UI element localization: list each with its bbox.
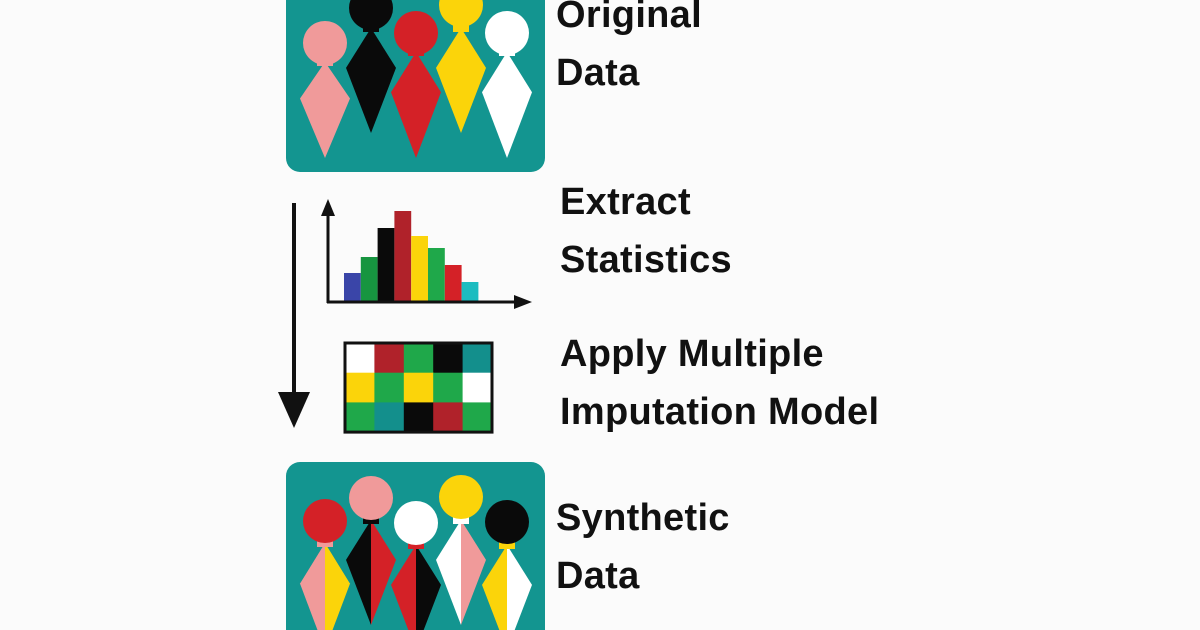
label-line: Statistics bbox=[560, 239, 732, 281]
person-body-right bbox=[371, 520, 396, 625]
person-figure bbox=[300, 21, 350, 158]
person-head bbox=[303, 499, 347, 543]
grid-cell bbox=[403, 372, 434, 403]
person-figure bbox=[300, 499, 350, 630]
grid-cell bbox=[345, 402, 375, 433]
process-down-arrow bbox=[278, 203, 310, 428]
person-head bbox=[349, 476, 393, 520]
person-body-right bbox=[507, 52, 532, 158]
person-figure bbox=[482, 11, 532, 158]
grid-cell bbox=[462, 402, 493, 433]
grid-cell bbox=[433, 372, 464, 403]
person-body-left bbox=[482, 52, 507, 158]
original-data-label: Original Data bbox=[556, 0, 702, 102]
synthetic-people-group bbox=[300, 475, 532, 630]
imputation-model-label: Apply Multiple Imputation Model bbox=[560, 325, 879, 441]
grid-cell bbox=[374, 343, 405, 374]
synthetic-data-label: Synthetic Data bbox=[556, 489, 730, 605]
grid-border bbox=[343, 341, 494, 434]
grid-cell bbox=[433, 402, 464, 433]
imputation-grid-icon bbox=[343, 341, 494, 434]
person-figure bbox=[436, 0, 486, 133]
histogram-icon bbox=[321, 199, 532, 309]
person-figure bbox=[391, 11, 441, 158]
person-figure bbox=[346, 0, 396, 133]
grid-cell bbox=[345, 343, 375, 374]
grid-cell bbox=[374, 372, 405, 403]
person-body-right bbox=[371, 28, 396, 133]
person-body-left bbox=[346, 28, 371, 133]
person-body-left bbox=[391, 52, 416, 158]
person-head bbox=[485, 500, 529, 544]
person-body-right bbox=[325, 543, 350, 630]
original-people-group bbox=[300, 0, 532, 158]
histogram-bar bbox=[428, 248, 445, 301]
person-body-right bbox=[325, 62, 350, 158]
person-body-left bbox=[436, 28, 461, 133]
label-line: Synthetic bbox=[556, 497, 730, 539]
grid-cell bbox=[345, 372, 375, 403]
person-body-right bbox=[461, 520, 486, 625]
person-body-left bbox=[482, 545, 507, 630]
histogram-bar bbox=[461, 282, 479, 301]
person-body-right bbox=[507, 545, 532, 630]
histogram-bar bbox=[344, 273, 361, 301]
person-body-right bbox=[416, 545, 441, 630]
label-line: Imputation Model bbox=[560, 391, 880, 433]
histogram-bar bbox=[411, 236, 428, 301]
person-figure bbox=[391, 501, 441, 630]
grid-cell bbox=[374, 402, 405, 433]
label-line: Data bbox=[556, 52, 640, 94]
histogram-bar bbox=[360, 257, 378, 301]
grid-cell bbox=[403, 343, 434, 374]
grid-cell bbox=[462, 372, 493, 403]
grid-cell bbox=[462, 343, 493, 374]
label-line: Extract bbox=[560, 181, 691, 223]
person-figure bbox=[436, 475, 486, 625]
person-figure bbox=[482, 500, 532, 630]
person-body-left bbox=[346, 520, 371, 625]
person-figure bbox=[346, 476, 396, 625]
grid-cell bbox=[433, 343, 464, 374]
y-axis-arrowhead bbox=[321, 199, 335, 216]
histogram-bar bbox=[394, 211, 412, 301]
person-head bbox=[439, 475, 483, 519]
person-body-right bbox=[461, 28, 486, 133]
person-head bbox=[394, 11, 438, 55]
person-body-left bbox=[300, 543, 325, 630]
extract-statistics-label: Extract Statistics bbox=[560, 173, 732, 289]
person-head bbox=[485, 11, 529, 55]
x-axis-arrowhead bbox=[514, 295, 532, 309]
person-body-right bbox=[416, 52, 441, 158]
label-line: Original bbox=[556, 0, 702, 36]
label-line: Data bbox=[556, 555, 640, 597]
histogram-bar bbox=[377, 228, 395, 301]
person-head bbox=[349, 0, 393, 30]
person-head bbox=[303, 21, 347, 65]
person-body-left bbox=[391, 545, 416, 630]
histogram-bar bbox=[444, 265, 462, 301]
person-body-left bbox=[436, 520, 461, 625]
person-body-left bbox=[300, 62, 325, 158]
person-head bbox=[439, 0, 483, 27]
label-line: Apply Multiple bbox=[560, 333, 824, 375]
grid-cell bbox=[403, 402, 434, 433]
person-head bbox=[394, 501, 438, 545]
